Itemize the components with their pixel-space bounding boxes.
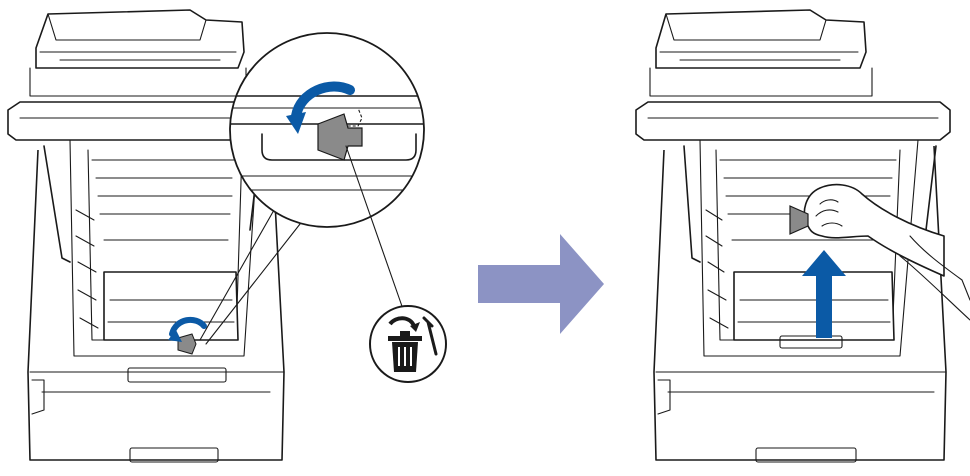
right-printer [636, 10, 970, 462]
trash-bin-icon [370, 306, 446, 382]
right-arrow-icon [478, 234, 604, 334]
